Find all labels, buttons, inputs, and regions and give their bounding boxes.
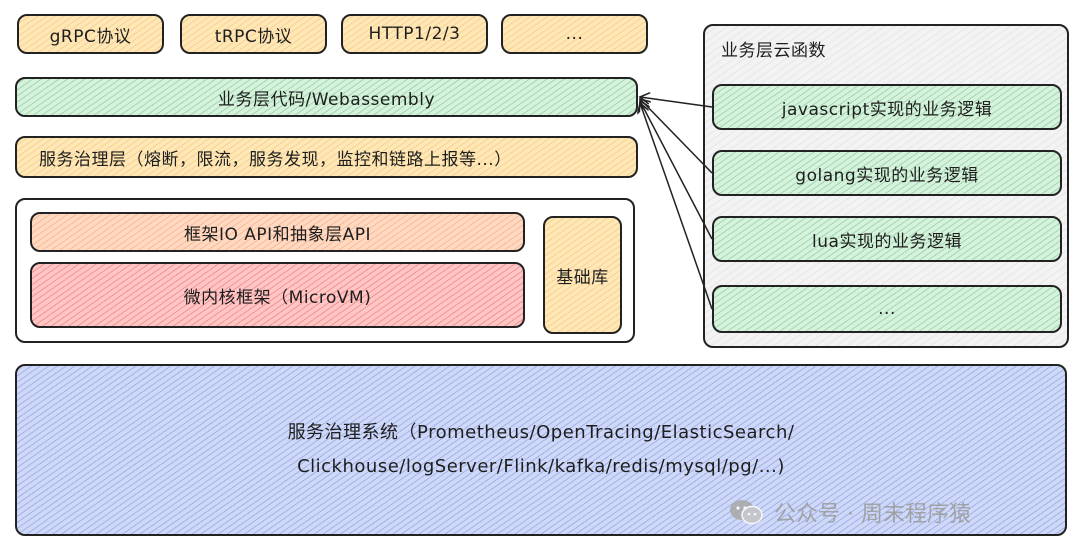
governance-layer-label: 服务治理层（熔断，限流，服务发现，监控和链路上报等...） (39, 149, 512, 170)
wechat-icon (730, 500, 763, 525)
arrow-lua (640, 101, 713, 240)
cloud-function-javascript: javascript实现的业务逻辑 (712, 84, 1062, 130)
watermark-text: 公众号 · 周末程序猿 (774, 502, 971, 527)
protocol-more: ... (501, 14, 648, 54)
protocol-trpc: tRPC协议 (180, 14, 327, 54)
arrow-golang (640, 99, 713, 174)
business-layer-label: 业务层代码/Webassembly (217, 89, 435, 110)
protocol-trpc-label: tRPC协议 (214, 26, 293, 47)
framework-io-api-label: 框架IO API和抽象层API (183, 224, 372, 245)
protocol-more-label: ... (565, 24, 584, 44)
cloud-function-more: ... (712, 285, 1062, 333)
governance-system-line1: 服务治理系统（Prometheus/OpenTracing/ElasticSea… (287, 422, 795, 443)
microvm-kernel: 微内核框架（MicroVM) (30, 262, 525, 328)
cloud-functions-title: 业务层云函数 (721, 41, 826, 61)
protocol-grpc-label: gRPC协议 (49, 26, 132, 47)
governance-system: 服务治理系统（Prometheus/OpenTracing/ElasticSea… (15, 364, 1067, 536)
base-library: 基础库 (543, 216, 622, 334)
cloud-function-lua-label: lua实现的业务逻辑 (812, 231, 962, 252)
governance-layer: 服务治理层（熔断，限流，服务发现，监控和链路上报等...） (15, 136, 638, 178)
protocol-http-label: HTTP1/2/3 (368, 24, 461, 44)
protocol-grpc: gRPC协议 (17, 14, 164, 54)
arrow-more (640, 103, 713, 310)
watermark: 公众号 · 周末程序猿 (728, 496, 971, 528)
arrow-javascript (640, 97, 713, 108)
governance-system-line2: Clickhouse/logServer/Flink/kafka/redis/m… (297, 456, 785, 477)
protocol-http: HTTP1/2/3 (341, 14, 488, 54)
framework-io-api: 框架IO API和抽象层API (30, 212, 525, 252)
cloud-function-golang: golang实现的业务逻辑 (712, 150, 1062, 196)
base-library-label: 基础库 (556, 267, 609, 288)
cloud-function-more-label: ... (878, 299, 896, 319)
cloud-function-golang-label: golang实现的业务逻辑 (795, 165, 979, 186)
cloud-function-lua: lua实现的业务逻辑 (712, 216, 1062, 262)
business-layer: 业务层代码/Webassembly (15, 77, 638, 117)
cloud-function-javascript-label: javascript实现的业务逻辑 (781, 99, 993, 120)
microvm-kernel-label: 微内核框架（MicroVM) (183, 287, 372, 308)
